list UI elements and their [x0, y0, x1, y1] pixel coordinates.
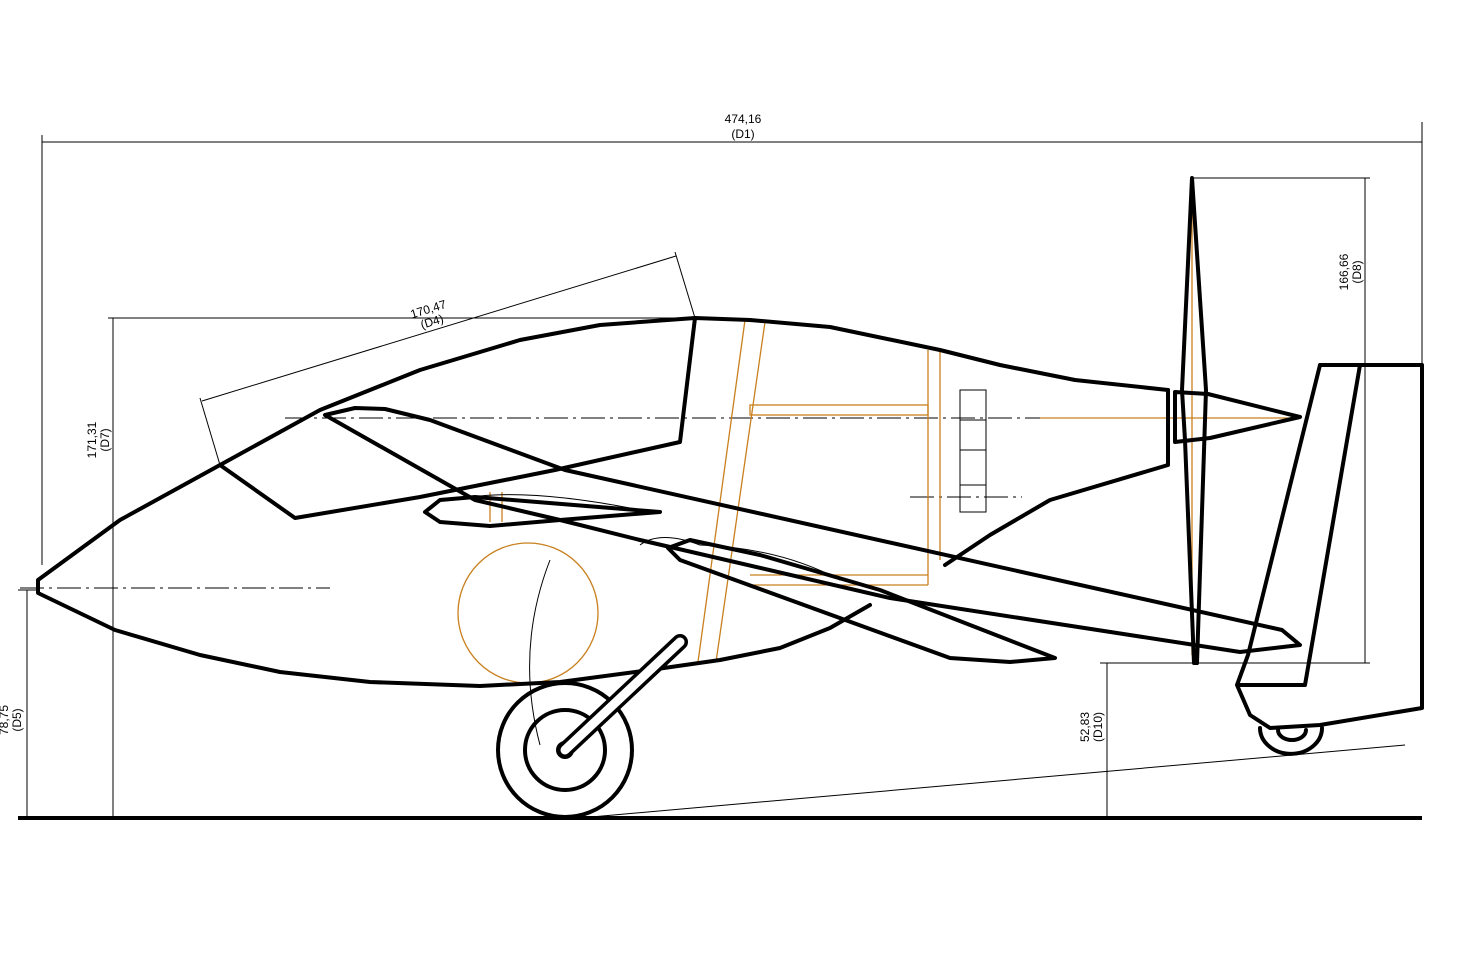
dimension-d10: 52,83 (D10)	[1078, 662, 1245, 818]
svg-text:52,83: 52,83	[1078, 712, 1092, 742]
fuselage-lower-aft	[943, 388, 1170, 567]
wing-fairing	[639, 537, 841, 581]
strake	[423, 495, 662, 528]
dimension-d5: 78,75 (D5)	[0, 589, 40, 818]
svg-text:(D8): (D8)	[1350, 260, 1364, 283]
tail-wheel	[1258, 726, 1324, 756]
main-wheel	[496, 559, 688, 819]
svg-text:78,75: 78,75	[0, 705, 11, 735]
svg-text:(D5): (D5)	[10, 708, 24, 731]
canopy	[218, 316, 697, 520]
dimension-d7: 171,31 (D7)	[85, 317, 695, 818]
spinner	[1173, 390, 1302, 444]
wing-root-curve	[454, 494, 651, 513]
tail-fin	[1235, 363, 1424, 730]
rudder-line	[1238, 363, 1362, 687]
ground-slope-line	[579, 744, 1406, 819]
dimension-d4: 170,47 (D4)	[199, 251, 696, 466]
propeller-icon	[1180, 176, 1208, 665]
svg-text:(D7): (D7)	[98, 428, 112, 451]
dimension-d1: 474,16 (D1)	[41, 112, 1423, 565]
near-wing	[666, 538, 1057, 664]
far-wing	[323, 406, 1302, 654]
svg-text:166,66: 166,66	[1337, 253, 1351, 290]
dimension-d8: 166,66 (D8)	[1192, 177, 1370, 664]
tail-wheel-hub	[1276, 728, 1308, 742]
svg-text:474,16: 474,16	[725, 112, 762, 126]
svg-text:(D4): (D4)	[419, 312, 445, 332]
side-window	[959, 389, 987, 513]
svg-text:171,31: 171,31	[85, 421, 99, 458]
svg-text:(D10): (D10)	[1091, 712, 1105, 742]
fuselage-outline	[36, 316, 1170, 688]
svg-text:(D1): (D1)	[731, 127, 754, 141]
